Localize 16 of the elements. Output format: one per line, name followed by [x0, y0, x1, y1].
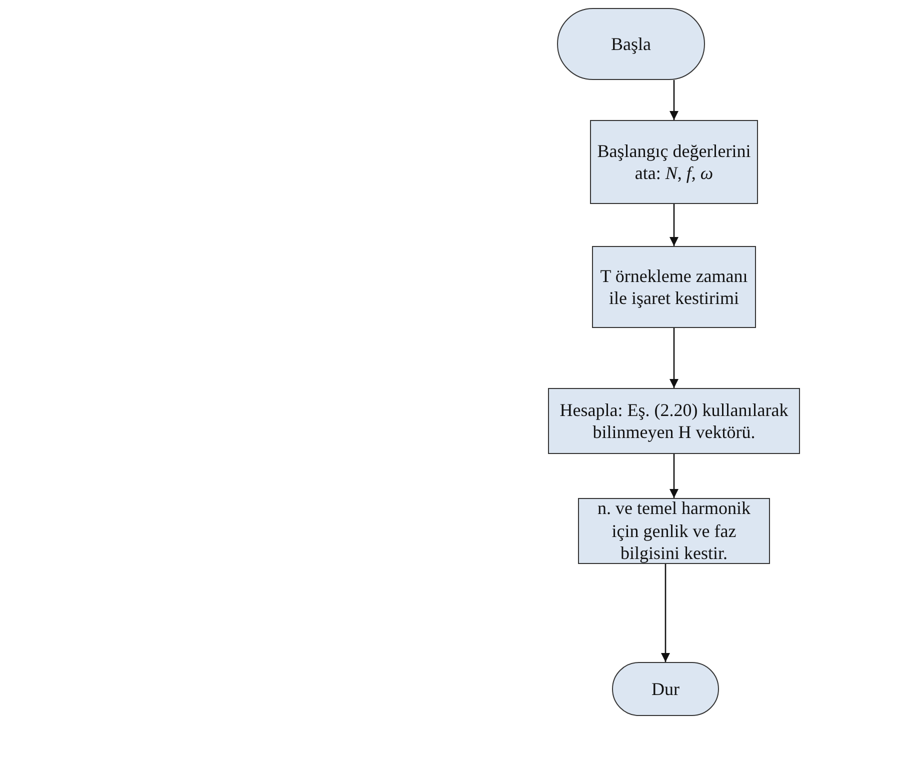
node-text: Başla — [611, 32, 651, 56]
arrow — [670, 328, 678, 388]
arrow — [670, 454, 678, 498]
process-box — [590, 120, 758, 204]
node-text: Başlangıç değerlerini ata: N, f, ω — [597, 140, 751, 184]
process-box — [548, 388, 800, 454]
arrow — [670, 204, 678, 246]
node-text: Hesapla: Eş. (2.20) kullanılarak bilinmeyen H vektörü. — [558, 398, 790, 444]
arrow — [661, 564, 670, 662]
process-box — [592, 246, 756, 328]
node-text: n. ve temel harmonik için genlik ve faz bilgisini kestir. — [596, 497, 752, 565]
node-text: Dur — [652, 678, 680, 700]
process-box — [578, 498, 770, 564]
terminal-pill — [612, 662, 719, 716]
node-text: T örnekleme zamanı ile işaret kestirimi — [599, 264, 749, 310]
arrow — [670, 80, 678, 120]
